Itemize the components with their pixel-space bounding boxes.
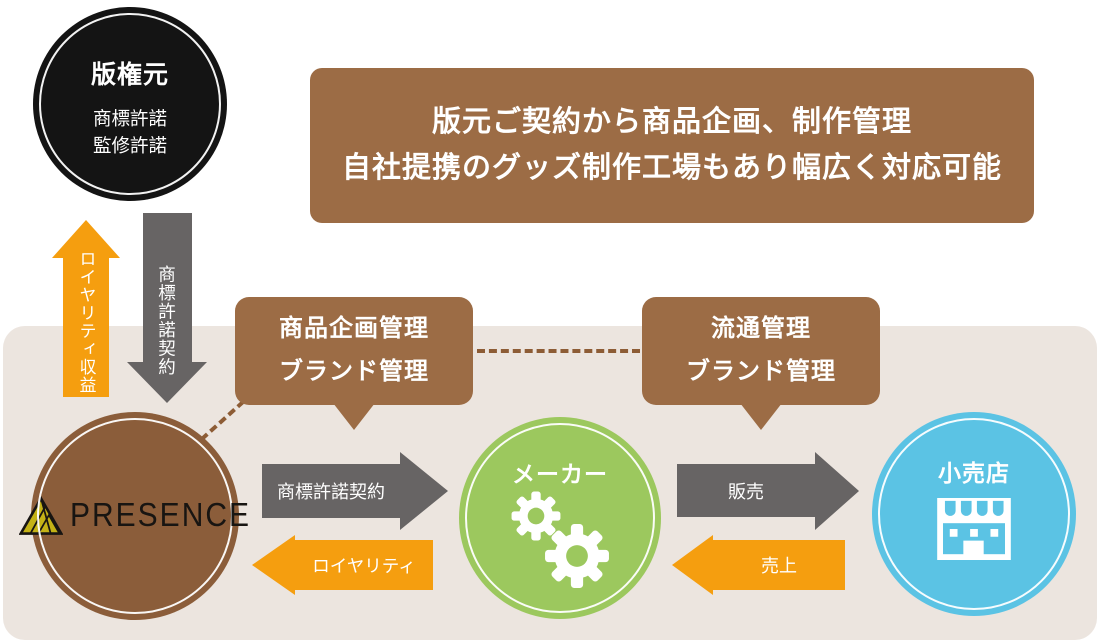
license-contract-down-arrow-head	[127, 362, 207, 403]
distribution-bubble: 流通管理 ブランド管理	[642, 297, 880, 430]
bubble-left-line2: ブランド管理	[279, 358, 429, 385]
royalty-income-arrow-label: ロイヤリティ収益	[76, 250, 96, 394]
license-contract-arrow-head	[400, 452, 448, 530]
gear-icon	[545, 524, 609, 588]
royalty-arrow-head	[252, 535, 295, 595]
store-icon	[937, 498, 1011, 560]
license-contract-down-arrow-shaft	[143, 213, 192, 362]
licensor-sub2: 監修許諾	[92, 135, 167, 156]
bubble-right-line1: 流通管理	[711, 315, 811, 342]
retail-title: 小売店	[938, 460, 1010, 486]
licensor-title: 版権元	[90, 61, 169, 89]
revenue-arrow: 売上	[713, 540, 845, 590]
headline-line1: 版元ご契約から商品企画、制作管理	[431, 106, 912, 138]
revenue-arrow-label: 売上	[761, 556, 797, 576]
license-contract-arrow: 商標許諾契約	[262, 464, 400, 518]
retail-circle: 小売店	[872, 412, 1076, 616]
circle-inner-ring	[39, 13, 221, 195]
bubble-tail	[740, 403, 782, 430]
sales-arrow: 販売	[677, 464, 815, 517]
product-planning-bubble: 商品企画管理 ブランド管理	[235, 297, 473, 430]
presence-circle: PRESENCE	[18, 412, 249, 620]
sales-arrow-label: 販売	[728, 481, 764, 502]
gear-icon	[511, 491, 561, 541]
bubble-left-line1: 商品企画管理	[279, 315, 429, 342]
headline-note-box: 版元ご契約から商品企画、制作管理 自社提携のグッズ制作工場もあり幅広く対応可能	[310, 68, 1034, 223]
bubble-connector-dotted-line	[477, 349, 640, 353]
royalty-arrow-label: ロイヤリティ	[312, 555, 416, 576]
license-contract-arrow-label: 商標許諾契約	[277, 482, 385, 502]
royalty-arrow: ロイヤリティ	[295, 540, 433, 590]
presence-brand-text: PRESENCE	[69, 496, 252, 534]
sales-arrow-head	[815, 452, 859, 530]
bubble-tail	[333, 403, 375, 430]
royalty-income-arrow-head	[52, 220, 120, 258]
bubble-right-line2: ブランド管理	[686, 358, 836, 385]
headline-line2: 自社提携のグッズ制作工場もあり幅広く対応可能	[341, 152, 1002, 184]
licensor-sub1: 商標許諾	[92, 108, 167, 129]
presence-triangle-logo-icon	[18, 496, 63, 535]
license-contract-down-arrow-label: 商標許諾契約	[156, 264, 177, 376]
revenue-arrow-head	[672, 535, 713, 595]
licensor-circle: 版権元 商標許諾 監修許諾	[33, 7, 227, 201]
maker-title: メーカー	[512, 461, 608, 487]
royalty-income-arrow-shaft	[63, 257, 109, 397]
